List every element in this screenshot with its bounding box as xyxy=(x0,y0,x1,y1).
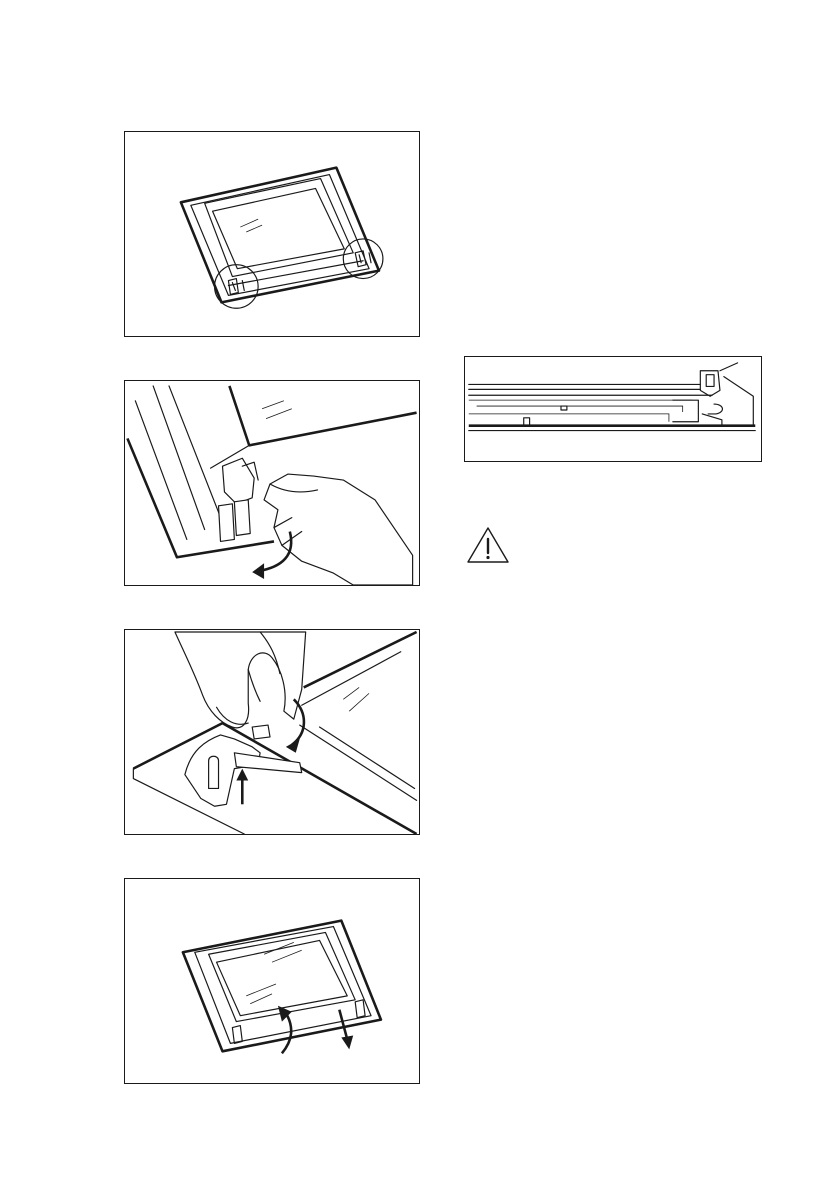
door-profile-section-illustration xyxy=(465,357,761,461)
door-glass-removal-illustration xyxy=(125,879,419,1083)
hinge-right-icon xyxy=(355,1000,365,1018)
hand-icon xyxy=(175,632,306,728)
hinge-lever-press-illustration xyxy=(125,630,419,834)
figure-hinge-lever-press xyxy=(124,629,420,835)
figure-door-profile-section xyxy=(464,356,762,462)
hinge-lever-open-illustration xyxy=(125,381,419,585)
warning-triangle-icon xyxy=(465,525,511,565)
oven-door-hinges-illustration xyxy=(125,132,419,336)
figure-door-hinges xyxy=(124,131,420,337)
hinge-left-icon xyxy=(232,1026,242,1044)
pull-arrow-icon xyxy=(339,1010,347,1040)
hand-icon xyxy=(264,474,413,585)
figure-hinge-lever-open xyxy=(124,380,420,586)
figure-door-glass-removal xyxy=(124,878,420,1084)
hinge-lever-icon xyxy=(219,458,259,541)
hinge-left-icon xyxy=(228,279,244,295)
hinge-right-icon xyxy=(355,251,371,267)
